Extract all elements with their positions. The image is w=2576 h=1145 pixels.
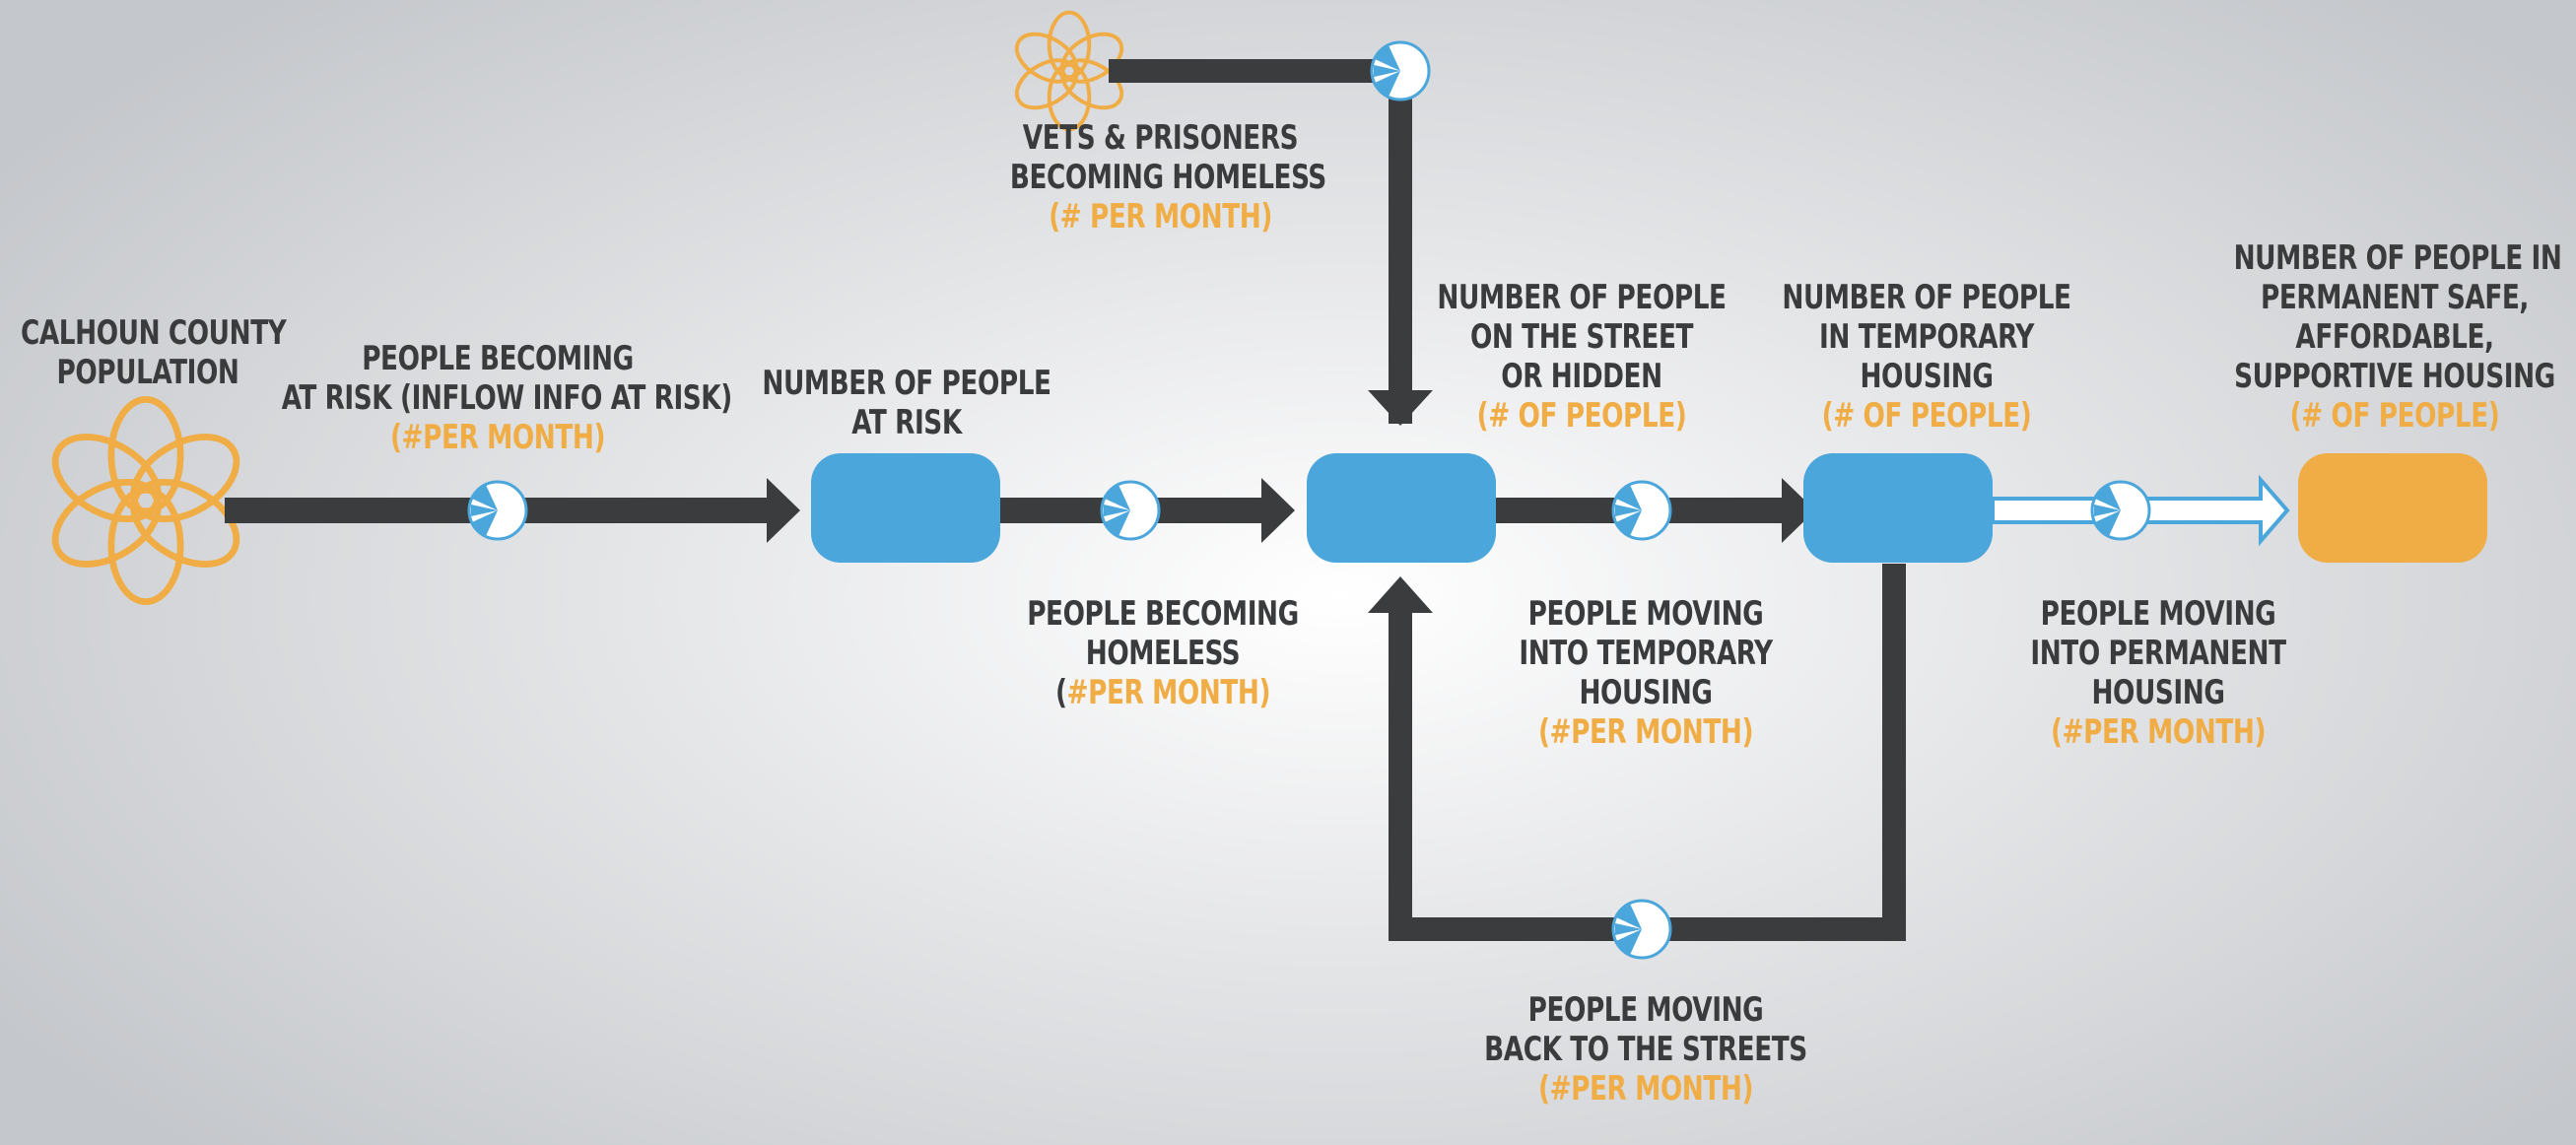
label-becoming-homeless: PEOPLE BECOMING HOMELESS (#PER MONTH) (1027, 594, 1299, 712)
label-becoming-at-risk: PEOPLE BECOMING AT RISK (INFLOW INFO AT … (281, 339, 733, 457)
label-into-permanent: PEOPLE MOVING INTO PERMANENT HOUSING (#P… (2030, 594, 2286, 752)
label-permanent-stock: NUMBER OF PEOPLE IN PERMANENT SAFE, AFFO… (2233, 238, 2562, 436)
stock-street-or-hidden (1307, 453, 1496, 563)
stock-permanent-housing (2298, 453, 2487, 563)
label-vets-prisoners: VETS & PRISONERS BECOMING HOMELESS (# PE… (1009, 118, 1326, 236)
label-temporary-stock: NUMBER OF PEOPLE IN TEMPORARY HOUSING (#… (1782, 278, 2071, 436)
label-street-stock: NUMBER OF PEOPLE ON THE STREET OR HIDDEN… (1437, 278, 1727, 436)
valve-icon (1611, 899, 1672, 960)
valve-icon (1611, 480, 1672, 541)
label-back-to-streets: PEOPLE MOVING BACK TO THE STREETS (#PER … (1484, 990, 1807, 1109)
stock-temporary-housing (1803, 453, 1993, 563)
valve-icon (2090, 480, 2151, 541)
valve-icon (467, 480, 528, 541)
stock-at-risk (811, 453, 1000, 563)
label-population: CALHOUN COUNTY POPULATION (21, 313, 287, 392)
population-cloud-icon (41, 399, 251, 601)
label-into-temporary: PEOPLE MOVING INTO TEMPORARY HOUSING (#P… (1519, 594, 1773, 752)
valve-icon (1100, 480, 1161, 541)
valve-icon (1370, 40, 1431, 101)
flow-vets-prisoners (1109, 59, 1433, 426)
label-at-risk-stock: NUMBER OF PEOPLE AT RISK (762, 364, 1051, 442)
